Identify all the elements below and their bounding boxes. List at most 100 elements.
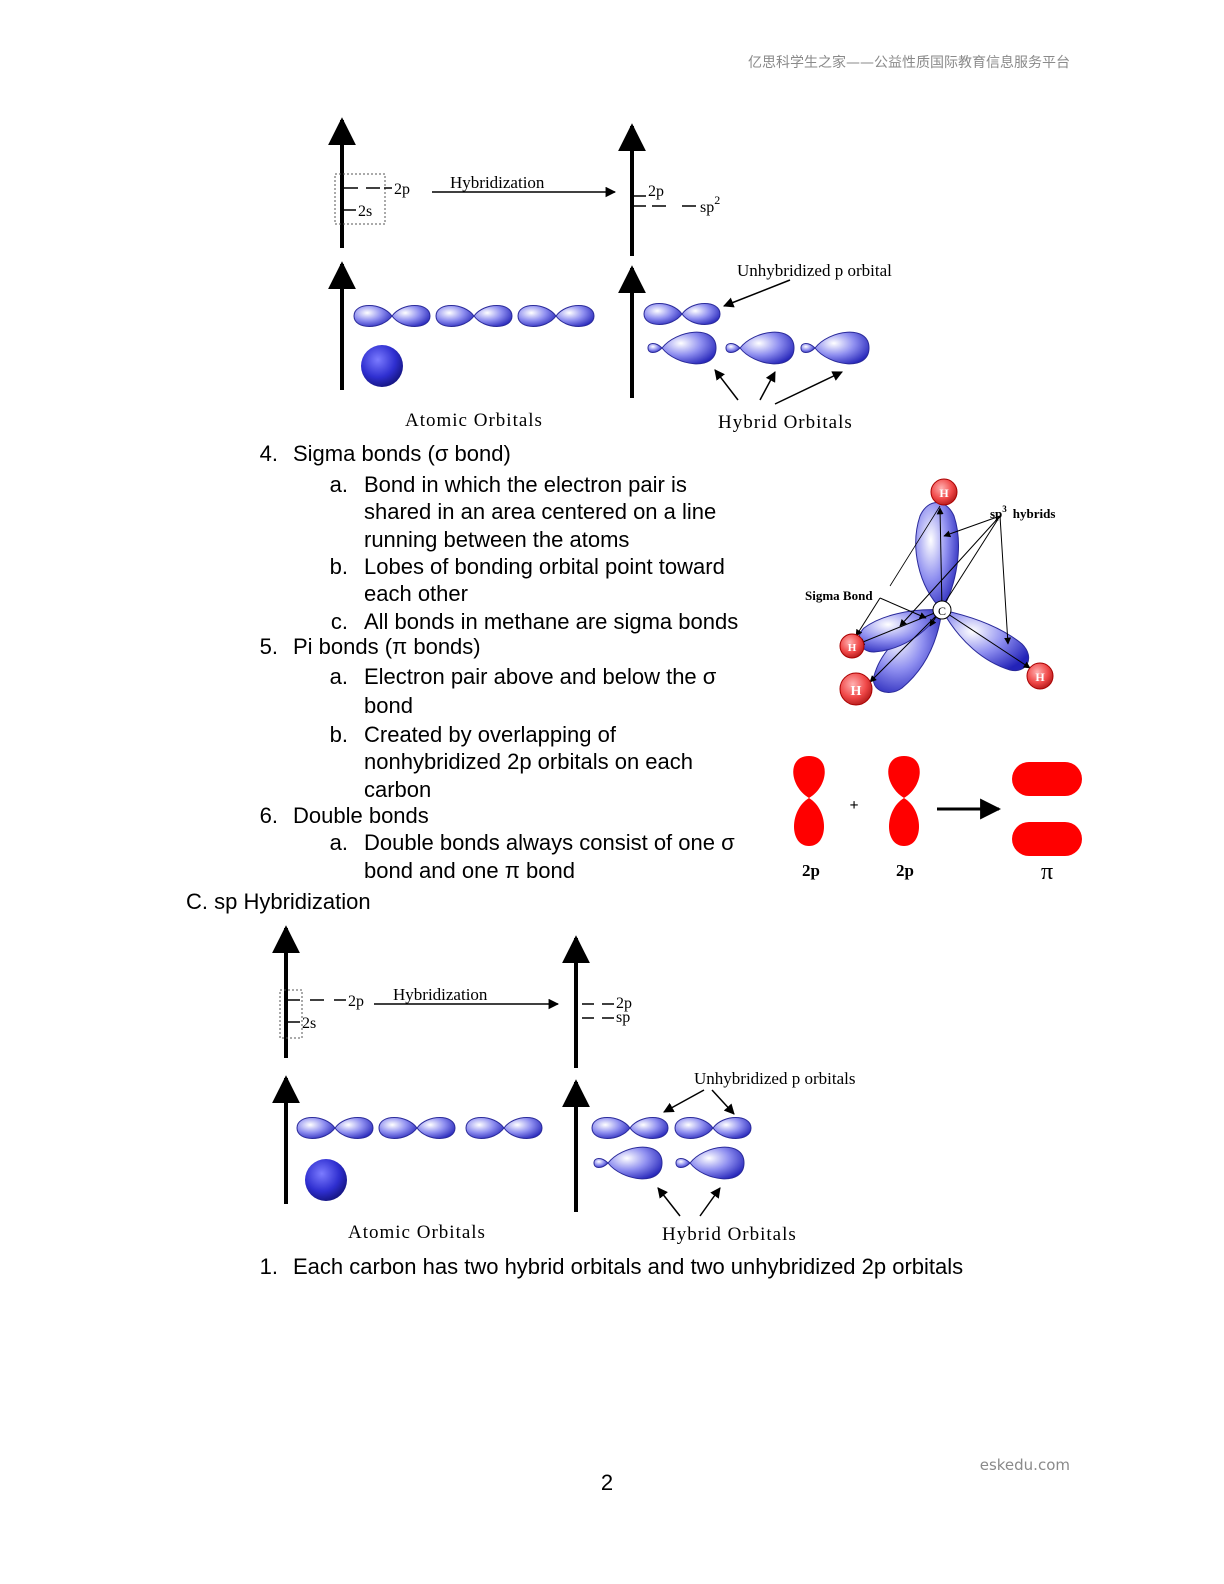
s-orbital-icon [361,345,403,387]
unhybridized-pointer-arrow [711,1089,735,1115]
sp3-pointer-arrow [899,515,1001,627]
pi-label: π [1041,859,1053,885]
hybrid-orbital-icon [675,1146,745,1180]
unhybridized-orbitals-label: Unhybridized p orbitals [694,1069,855,1088]
sp-level-label: sp [616,1009,630,1026]
p-orbital-icon [435,305,513,327]
item-6a-line: bond and one π bond [364,858,575,883]
p-orbital-icon [465,1117,543,1139]
2s-level-label: 2s [358,203,372,220]
item-4c-line: All bonds in methane are sigma bonds [364,609,739,634]
sp2-level-label: sp2 [700,193,720,216]
hybrid-pointer-arrow [759,371,776,401]
sigma-guide-line [889,505,941,587]
hybrid-pointer-arrow [699,1187,721,1217]
item-4-title: Sigma bonds (σ bond) [293,441,511,466]
item-5a-line: Electron pair above and below the σ [364,664,717,689]
item-4b-line: each other [364,581,468,606]
hybrid-pointer-arrow [714,369,739,401]
pi-bond-formation-figure: + 2p 2p π [793,756,1082,885]
p-orbital-icon [296,1117,374,1139]
atomic-orbitals-label: Atomic Orbitals [405,410,543,431]
2s-level-label: 2s [302,1015,316,1032]
p-orbital-lower-lobe [794,798,824,846]
item-c1-text: Each carbon has two hybrid orbitals and … [293,1254,964,1279]
pi-upper-lobe [1012,762,1082,796]
hydrogen-label: H [939,486,949,500]
section-c-heading: C. sp Hybridization [186,889,371,914]
carbon-atom [932,600,952,620]
item-5b-line: Created by overlapping of [364,722,616,747]
hybrid-orbitals-label: Hybrid Orbitals [718,412,853,433]
2p-right-label: 2p [616,995,632,1012]
atomic-orbitals-label: Atomic Orbitals [348,1222,486,1243]
item-5b-line: nonhybridized 2p orbitals on each [364,749,694,774]
item-5-title: Pi bonds (π bonds) [293,634,481,659]
bond-axis-arrow [941,609,1031,669]
item-4a-line: running between the atoms [364,527,630,552]
bond-axis-arrow [936,507,944,611]
unhybridized-orbital-label: Unhybridized p orbital [737,261,892,280]
hybrid-orbital-icon [800,331,870,365]
header-watermark: 亿思科学生之家——公益性质国际教育信息服务平台 [748,55,1070,71]
2s-2p-box [334,173,386,225]
item-5-number: 5. [259,634,278,659]
item-4a-line: shared in an area centered on a line [364,499,717,524]
item-5a-line: bond [364,693,413,718]
2s-2p-box [279,989,303,1039]
s-orbital-icon [305,1159,347,1201]
item-5b-letter: b. [329,722,348,747]
item-5b-line: carbon [364,777,432,802]
unhybridized-p-orbital-icon [591,1117,669,1139]
hydrogen-atom [1026,662,1054,690]
item-4b-line: Lobes of bonding orbital point toward [364,554,725,579]
2p-label: 2p [896,861,914,880]
item-6-title: Double bonds [293,803,429,828]
page-number: 2 [600,1470,614,1495]
p-orbital-lower-lobe [889,798,919,846]
sp-hybridization-figure: 2p 2s Hybridization 2p sp Atomic Orbital… [272,925,855,1245]
hydrogen-atom [930,478,958,506]
sp3-lobe-top [915,502,959,611]
footer-brand: eskedu.com [979,1456,1070,1474]
item-5a-letter: a. [329,664,348,689]
item-6-number: 6. [259,803,278,828]
p-orbital-icon [378,1117,456,1139]
plus-sign: + [849,797,858,814]
hybrid-orbital-icon [593,1146,663,1180]
sp3-pointer-arrow [999,515,1012,645]
pi-lower-lobe [1012,822,1082,856]
2p-level-label: 2p [394,181,410,198]
item-4b-letter: b. [329,554,348,579]
bond-axis-arrow [857,609,943,645]
item-c1-number: 1. [259,1254,278,1279]
unhybridized-pointer-arrow [723,279,791,308]
item-6a-line: Double bonds always consist of one σ [364,830,735,855]
hydrogen-atom [839,633,865,659]
hybridization-label: Hybridization [393,985,488,1004]
2p-right-label: 2p [648,183,664,200]
sigma-pointer-arrow [879,597,927,619]
unhybridized-p-orbital-icon [643,303,721,325]
unhybridized-p-orbital-icon [674,1117,752,1139]
hydrogen-atom [839,672,873,706]
hydrogen-label: H [1035,670,1045,684]
item-4a-line: Bond in which the electron pair is [364,472,687,497]
hybrid-orbitals-label: Hybrid Orbitals [662,1224,797,1245]
hybrid-orbital-icon [647,331,717,365]
hybrid-orbital-icon [725,331,795,365]
hydrogen-label: H [848,642,857,654]
hybrid-pointer-arrow [774,371,843,405]
unhybridized-pointer-arrow [663,1089,705,1113]
hybridization-label: Hybridization [450,173,545,192]
item-4c-letter: c. [330,609,348,634]
sp2-hybridization-figure: 2p 2s Hybridization 2p sp2 Atomic Orbita… [328,117,892,433]
item-4-number: 4. [259,441,278,466]
sigma-bond-label: Sigma Bond [805,588,873,603]
hybrid-pointer-arrow [657,1187,681,1217]
p-orbital-icon [517,305,595,327]
sigma-pointer-arrow [855,597,881,637]
item-4a-letter: a. [329,472,348,497]
